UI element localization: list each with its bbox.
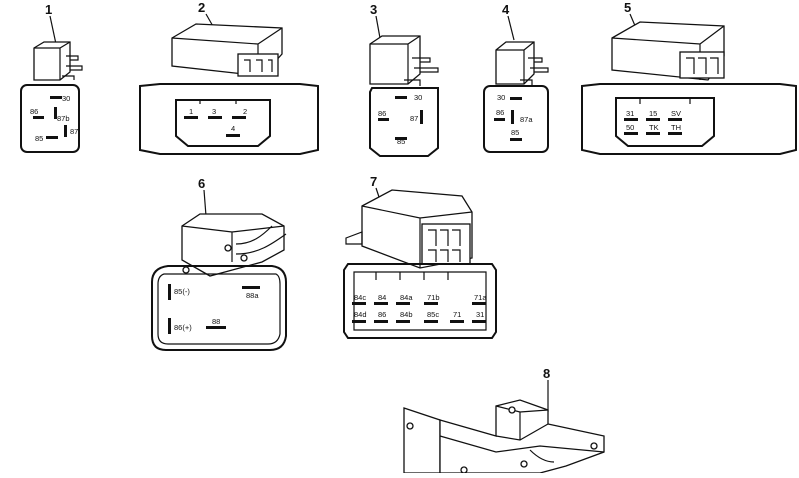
part-1-pin: 85 bbox=[35, 134, 43, 143]
part-6: 6 85(-) 88a 86(+) 88 bbox=[151, 176, 287, 351]
part-4-number: 4 bbox=[502, 2, 510, 17]
part-3: 3 30 86 87 85 bbox=[369, 2, 439, 157]
part-1-pin: 86 bbox=[30, 107, 38, 116]
part-3-pin: 87 bbox=[410, 114, 418, 123]
part-5-pin: TH bbox=[671, 123, 681, 132]
part-8: 8 bbox=[403, 366, 605, 474]
part-3-pin: 30 bbox=[414, 93, 422, 102]
part-7: 7 84c 84 84a 71b 71a 84d 86 84b 85c 71 3… bbox=[343, 174, 497, 339]
part-5-number: 5 bbox=[624, 0, 631, 15]
part-7-pin: 84a bbox=[400, 293, 413, 302]
part-5: 5 31 15 SV 50 TK TH bbox=[581, 0, 797, 155]
part-8-number: 8 bbox=[543, 366, 550, 381]
part-4-pin: 85 bbox=[511, 128, 519, 137]
part-7-pin: 71 bbox=[453, 310, 461, 319]
part-4-pin: 87a bbox=[520, 115, 533, 124]
part-4: 4 30 86 87a 85 bbox=[483, 2, 549, 153]
part-3-pin: 85 bbox=[397, 137, 405, 146]
part-5-pin: 15 bbox=[649, 109, 657, 118]
part-2-number: 2 bbox=[198, 0, 205, 15]
part-1-number: 1 bbox=[45, 2, 52, 17]
part-3-number: 3 bbox=[370, 2, 377, 17]
part-7-pin: 84c bbox=[354, 293, 366, 302]
part-2-pin: 2 bbox=[243, 107, 247, 116]
part-2-pin: 3 bbox=[212, 107, 216, 116]
part-7-number: 7 bbox=[370, 174, 377, 189]
part-6-pin: 88a bbox=[246, 291, 259, 300]
part-6-pin: 86(+) bbox=[174, 323, 192, 332]
part-7-pin: 84b bbox=[400, 310, 413, 319]
part-2-pin: 1 bbox=[189, 107, 193, 116]
part-1-pin: 87b bbox=[57, 114, 70, 123]
part-6-pin: 88 bbox=[212, 317, 220, 326]
part-3-pin: 86 bbox=[378, 109, 386, 118]
part-5-pin: 31 bbox=[626, 109, 634, 118]
part-7-pin: 71b bbox=[427, 293, 440, 302]
part-5-pin: SV bbox=[671, 109, 681, 118]
part-7-pin: 86 bbox=[378, 310, 386, 319]
part-6-pin: 85(-) bbox=[174, 287, 190, 296]
part-6-number: 6 bbox=[198, 176, 205, 191]
part-1: 1 30 86 87b 87 85 bbox=[20, 2, 83, 153]
part-1-pin: 30 bbox=[62, 94, 70, 103]
part-4-pin: 30 bbox=[497, 93, 505, 102]
part-7-pin: 84d bbox=[354, 310, 367, 319]
part-7-pin: 84 bbox=[378, 293, 386, 302]
part-5-pin: TK bbox=[649, 123, 659, 132]
part-2-pin: 4 bbox=[231, 124, 235, 133]
part-1-pin: 87 bbox=[70, 127, 78, 136]
part-2: 2 1 3 2 4 bbox=[139, 0, 319, 155]
part-4-pin: 86 bbox=[496, 108, 504, 117]
part-7-pin: 31 bbox=[476, 310, 484, 319]
part-5-pin: 50 bbox=[626, 123, 634, 132]
part-7-pin: 85c bbox=[427, 310, 439, 319]
part-7-pin: 71a bbox=[474, 293, 487, 302]
